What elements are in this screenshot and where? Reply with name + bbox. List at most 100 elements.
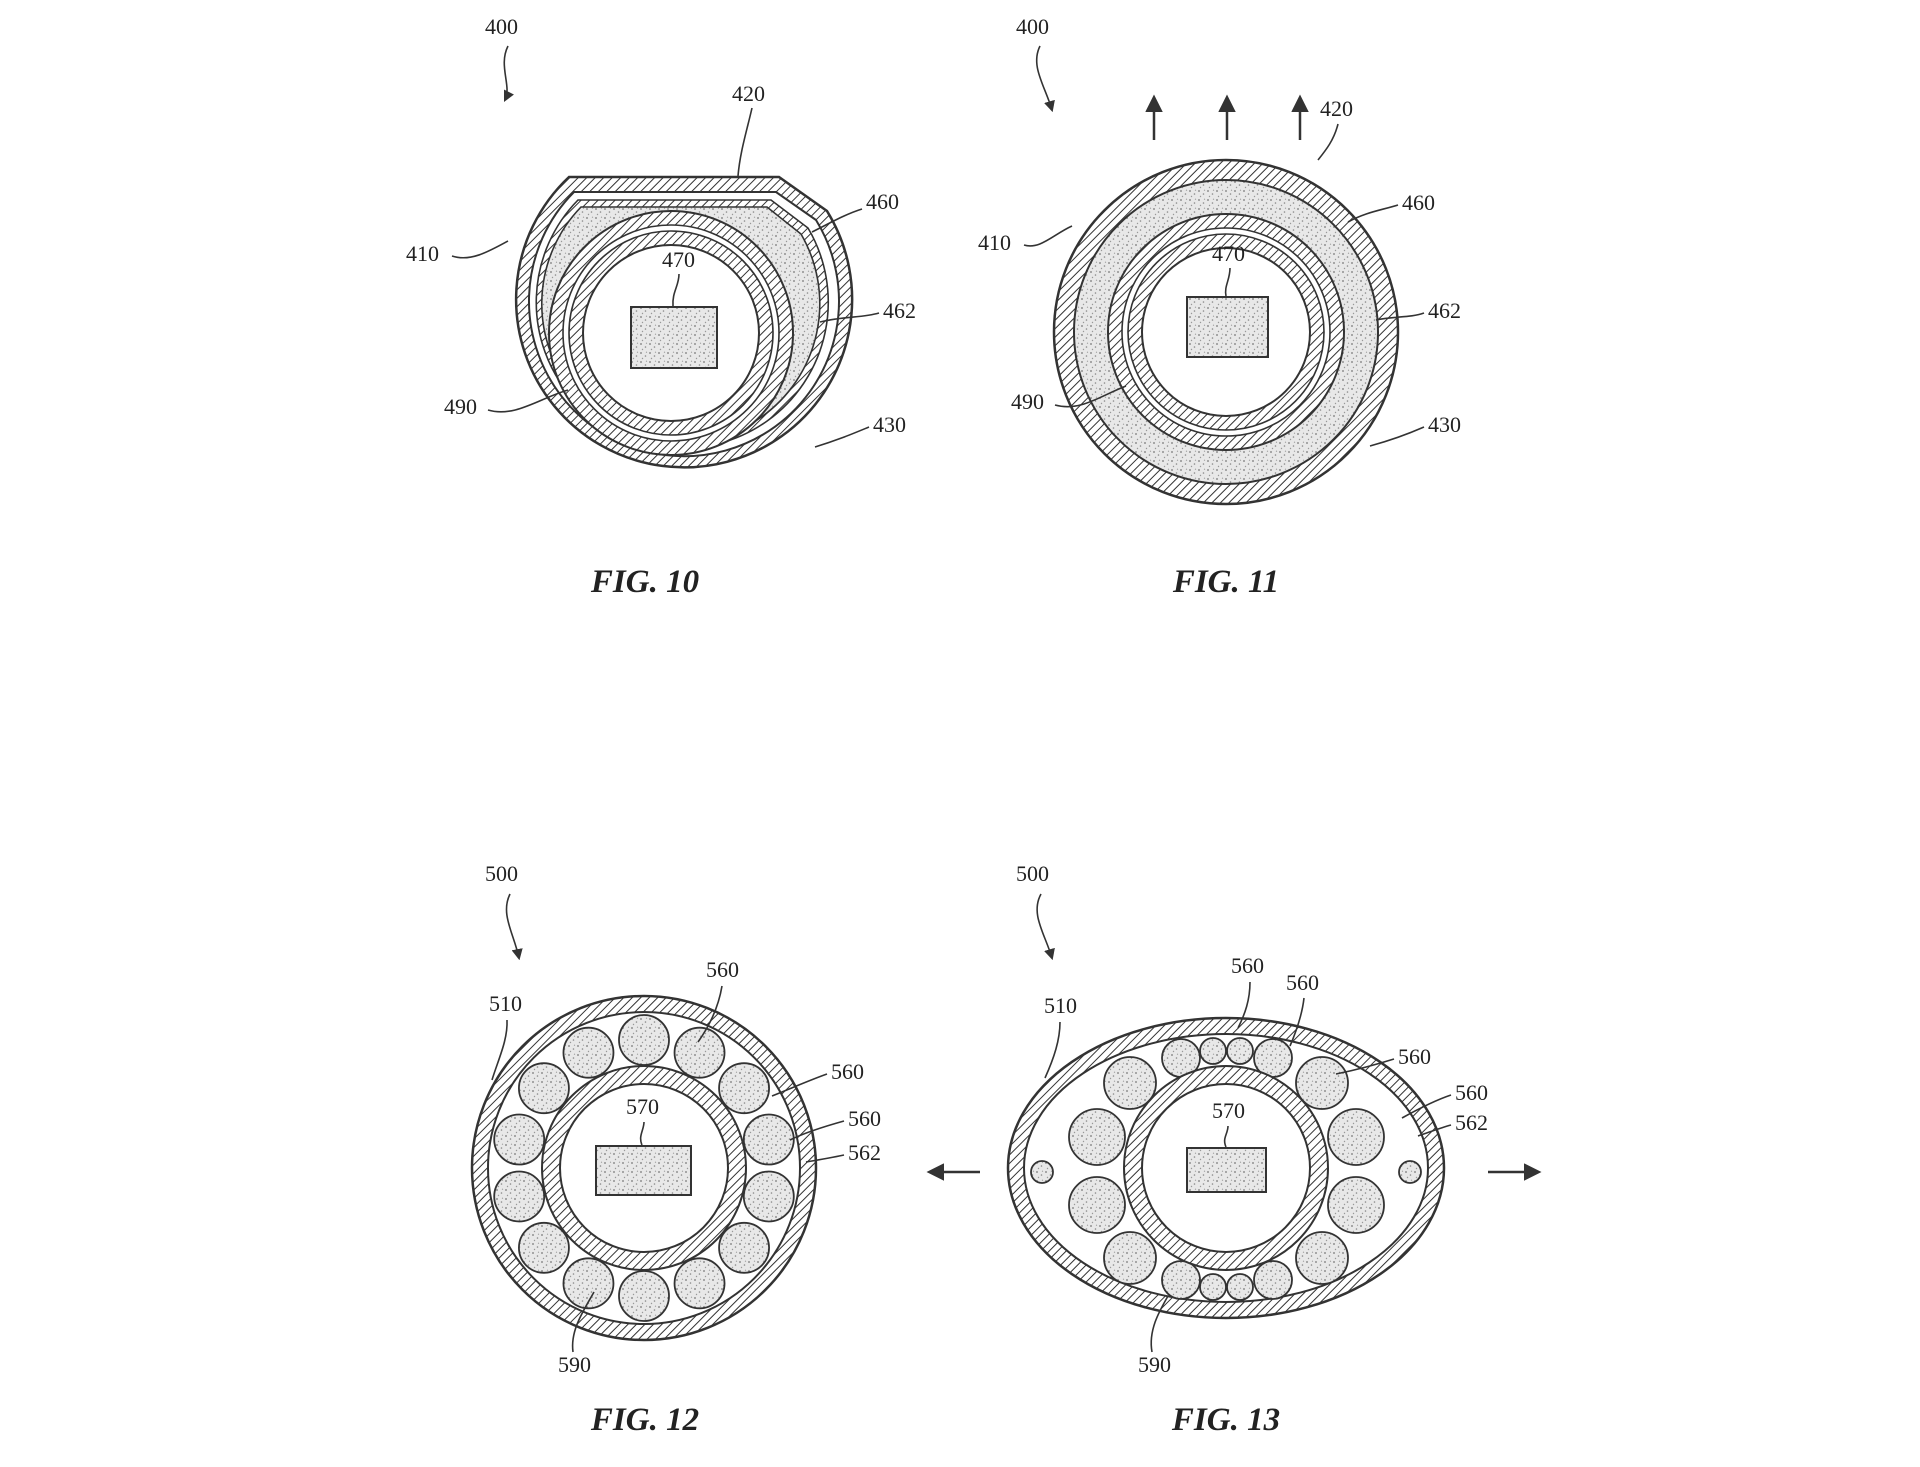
ref-570: 570: [1212, 1098, 1245, 1123]
particle-560: [718, 1221, 770, 1274]
particle-560: [1398, 1160, 1422, 1184]
lead-460: [811, 208, 863, 233]
lead-510: [491, 1019, 508, 1081]
arrow-400: [503, 45, 515, 103]
lead-560-top-b: [1289, 997, 1305, 1047]
particle-560: [1103, 1231, 1157, 1285]
particle-560: [1103, 1056, 1157, 1110]
lead-570: [639, 1121, 645, 1146]
particle-560: [1327, 1176, 1385, 1234]
particle-560: [618, 1270, 670, 1322]
particle-560: [1199, 1037, 1227, 1065]
figure-10: 400 420 410 460 470 462 490 430 FIG. 10: [406, 14, 916, 600]
lead-462: [819, 312, 880, 323]
particle-560: [1068, 1176, 1126, 1234]
ref-570: 570: [626, 1094, 659, 1119]
ref-560-top: 560: [706, 957, 739, 982]
ref-560-right-a: 560: [1398, 1044, 1431, 1069]
lead-510: [1044, 1021, 1061, 1079]
particle-560: [518, 1221, 570, 1274]
lead-560-right-a: [1335, 1058, 1395, 1075]
lead-420: [737, 107, 753, 177]
particle-560: [1295, 1231, 1349, 1285]
ref-430: 430: [1428, 412, 1461, 437]
lead-562: [805, 1154, 845, 1163]
lead-490: [1054, 385, 1127, 408]
ref-562: 562: [1455, 1110, 1488, 1135]
ref-490: 490: [444, 394, 477, 419]
particle-560: [1161, 1260, 1201, 1300]
particle-560: [1226, 1037, 1254, 1065]
lead-560-right-b: [789, 1120, 845, 1141]
lead-470: [1224, 267, 1231, 297]
ref-470: 470: [662, 247, 695, 272]
particle-560: [493, 1113, 546, 1166]
lead-430: [814, 426, 870, 448]
ref-462: 462: [883, 298, 916, 323]
lead-590: [1150, 1295, 1169, 1353]
arrow-500: [1036, 893, 1055, 961]
ref-460: 460: [1402, 190, 1435, 215]
lead-430: [1369, 426, 1425, 447]
lead-420: [1317, 123, 1339, 161]
particle-560: [742, 1170, 795, 1223]
particle-560: [1327, 1108, 1385, 1166]
figure-12: 500 510 560 560 560 562 570 590 FIG. 12: [470, 861, 980, 1438]
lead-490: [487, 389, 569, 413]
particle-560: [518, 1062, 570, 1115]
particle-560: [673, 1026, 726, 1079]
ref-510: 510: [1044, 993, 1077, 1018]
caption-fig-10: FIG. 10: [590, 564, 699, 600]
particle-group-560: [493, 1014, 795, 1322]
core-470: [1186, 296, 1269, 358]
ref-560-right-a: 560: [831, 1059, 864, 1084]
lead-470: [672, 273, 680, 307]
particle-560: [493, 1170, 546, 1223]
caption-fig-13: FIG. 13: [1171, 1402, 1280, 1438]
ref-560-top-b: 560: [1286, 970, 1319, 995]
lead-560-top: [697, 985, 723, 1043]
particle-560: [562, 1026, 615, 1079]
lead-590: [571, 1291, 595, 1353]
figure-13: 500 510 560 560 560 560 562 570 590 FIG.…: [1006, 861, 1542, 1438]
arrow-400: [1035, 45, 1055, 113]
arrow-500: [505, 893, 523, 961]
ref-462: 462: [1428, 298, 1461, 323]
particle-560: [562, 1257, 615, 1310]
particle-560: [742, 1113, 795, 1166]
particle-560: [718, 1062, 770, 1115]
ref-590: 590: [558, 1352, 591, 1377]
lead-560-right-b: [1401, 1094, 1452, 1119]
particle-560: [673, 1257, 726, 1310]
ref-420: 420: [1320, 96, 1353, 121]
particle-560: [1199, 1273, 1227, 1301]
ref-560-right-b: 560: [848, 1106, 881, 1131]
ref-500: 500: [485, 861, 518, 886]
ref-500: 500: [1016, 861, 1049, 886]
lead-460: [1347, 204, 1399, 223]
ref-470: 470: [1212, 241, 1245, 266]
ref-590: 590: [1138, 1352, 1171, 1377]
particle-560: [1226, 1273, 1254, 1301]
lead-562: [1417, 1124, 1452, 1137]
particle-560: [1030, 1160, 1054, 1184]
caption-fig-11: FIG. 11: [1172, 564, 1279, 600]
particle-560: [1295, 1056, 1349, 1110]
lead-462: [1375, 312, 1425, 321]
ref-560-top-a: 560: [1231, 953, 1264, 978]
ref-460: 460: [866, 189, 899, 214]
ref-410: 410: [978, 230, 1011, 255]
particle-560: [618, 1014, 670, 1066]
lead-560-top-a: [1237, 981, 1251, 1029]
ref-510: 510: [489, 991, 522, 1016]
particle-group-560: [1030, 1037, 1422, 1301]
figure-11: 400 420 410 460 470 462 490 430 FIG. 11: [978, 14, 1461, 600]
lead-410: [451, 240, 509, 259]
ref-562: 562: [848, 1140, 881, 1165]
lead-560-right-a: [771, 1073, 828, 1097]
ref-560-right-b: 560: [1455, 1080, 1488, 1105]
ref-400: 400: [485, 14, 518, 39]
core-470: [630, 306, 718, 369]
particle-560: [1068, 1108, 1126, 1166]
